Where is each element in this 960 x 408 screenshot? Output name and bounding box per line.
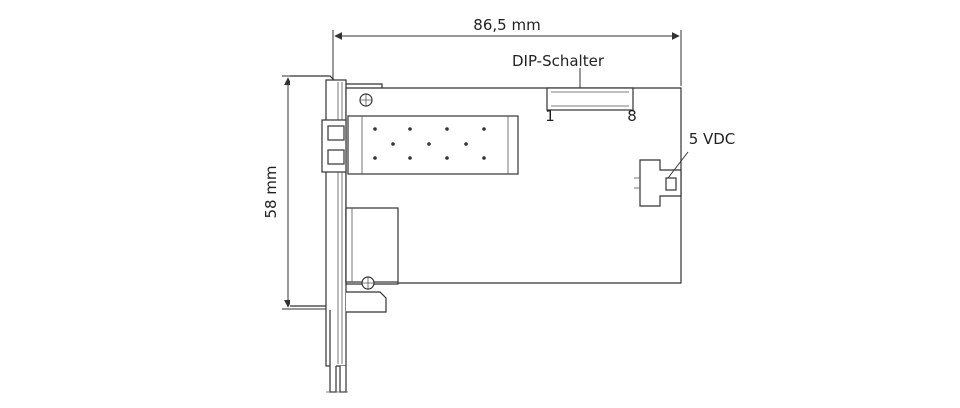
height-dimension: 58 mm bbox=[262, 75, 330, 310]
dip-first-label: 1 bbox=[545, 107, 555, 125]
width-label: 86,5 mm bbox=[473, 16, 540, 34]
height-label: 58 mm bbox=[262, 165, 280, 218]
screw-top bbox=[359, 93, 373, 107]
dip-switch-label: DIP-Schalter bbox=[512, 52, 605, 70]
dip-last-label: 8 bbox=[627, 107, 637, 125]
lower-connector bbox=[345, 207, 399, 283]
screw-bottom bbox=[361, 276, 375, 290]
sfp-cage bbox=[321, 115, 519, 175]
width-dimension: 86,5 mm bbox=[332, 16, 682, 86]
dip-switch: DIP-Schalter 1 8 bbox=[512, 52, 637, 125]
power-connector: 5 VDC bbox=[634, 130, 736, 207]
power-label: 5 VDC bbox=[689, 130, 736, 148]
